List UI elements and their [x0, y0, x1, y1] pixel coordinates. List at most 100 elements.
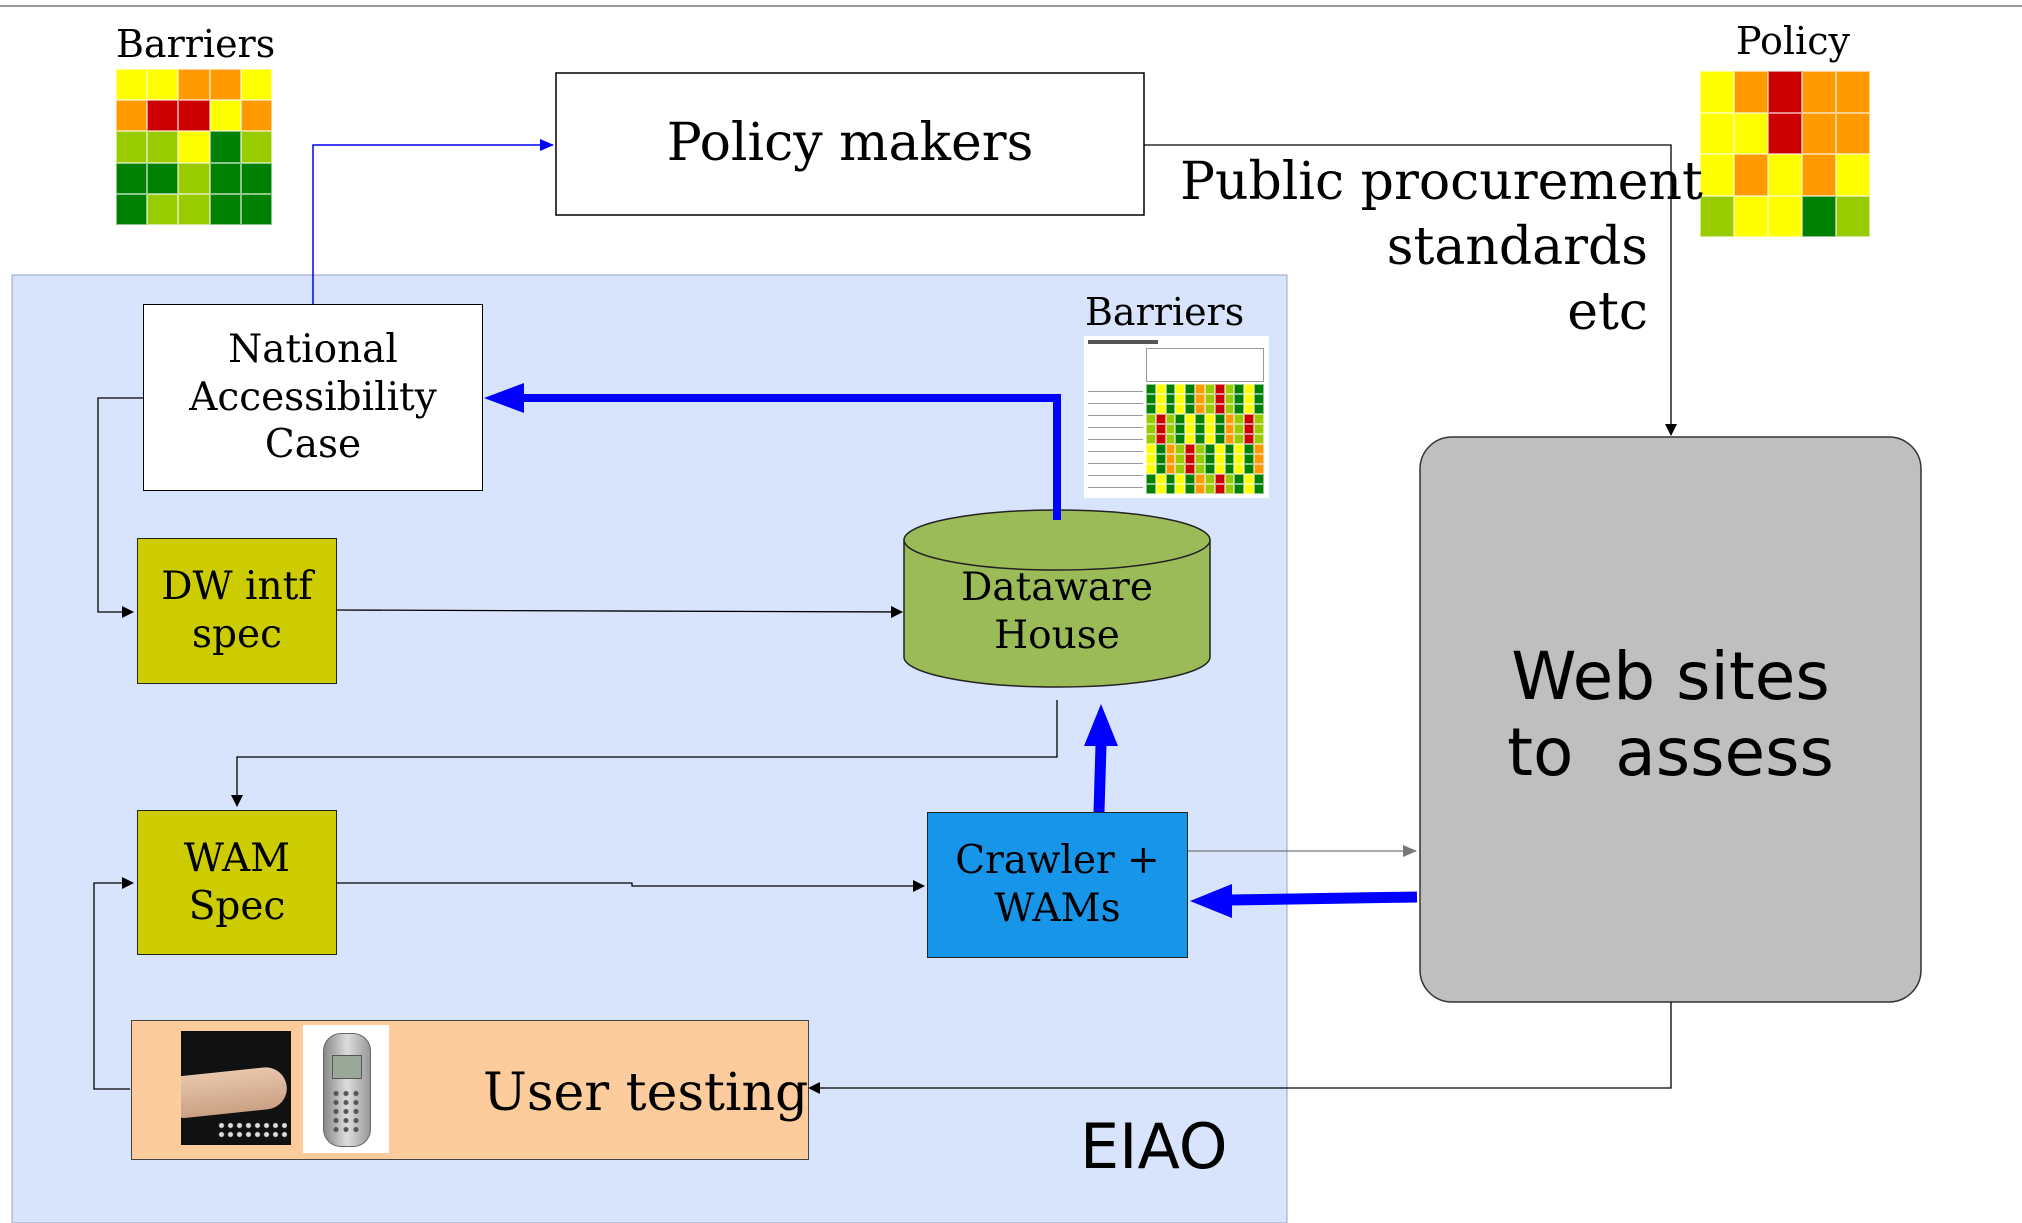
heatmap-cell — [1234, 394, 1245, 404]
heatmap-cell — [1802, 112, 1836, 154]
datawarehouse-label: Dataware House — [904, 562, 1210, 662]
heatmap-cell — [1146, 414, 1156, 424]
heatmap-cell — [1204, 384, 1215, 394]
heatmap-cell — [1244, 384, 1255, 394]
heatmap-cell — [1195, 384, 1205, 394]
heatmap-cell — [1185, 474, 1196, 484]
heatmap-cell — [1244, 474, 1255, 484]
heatmap-cell — [1146, 424, 1156, 434]
heatmap-cell — [1175, 474, 1186, 484]
heatmap-cell — [178, 162, 210, 194]
wam-line-1: WAM — [183, 835, 291, 881]
heatmap-cell — [1195, 424, 1205, 434]
connector-procurement-to-websites — [1144, 144, 1677, 436]
heatmap-cell — [1254, 454, 1264, 464]
heatmap-cell — [1214, 394, 1225, 404]
heatmap-cell — [1146, 404, 1156, 414]
wam-spec-box: WAM Spec — [137, 810, 337, 955]
heatmap-cell — [1244, 434, 1255, 444]
user-testing-box: User testing — [131, 1020, 809, 1160]
heatmap-cell — [240, 131, 272, 163]
heatmap-cell — [1836, 71, 1870, 113]
heatmap-cell — [1146, 464, 1156, 474]
heatmap-cell — [1165, 404, 1176, 414]
heatmap-cell — [1185, 414, 1196, 424]
heatmap-cell — [1234, 414, 1245, 424]
phone-screen — [332, 1055, 362, 1079]
heatmap-cell — [1244, 454, 1255, 464]
heatmap-cell — [1175, 444, 1186, 454]
heatmap-cell — [1214, 454, 1225, 464]
heatmap-cell — [1254, 394, 1264, 404]
heatmap-cell — [1214, 484, 1225, 494]
heatmap-cell — [1155, 464, 1166, 474]
heatmap-cell — [1155, 474, 1166, 484]
heatmap-cell — [1155, 484, 1166, 494]
heatmap-cell — [1700, 71, 1734, 113]
heatmap-cell — [1234, 424, 1245, 434]
heatmap-cell — [1185, 394, 1196, 404]
heatmap-cell — [1214, 464, 1225, 474]
heatmap-cell — [1234, 404, 1245, 414]
heatmap-cell — [1224, 484, 1235, 494]
heatmap-cell — [240, 193, 272, 225]
thick-arrow-websites-to-crawler — [1190, 884, 1418, 918]
heatmap-cell — [1700, 112, 1734, 154]
heatmap-cell — [1224, 384, 1235, 394]
heatmap-cell — [1204, 444, 1215, 454]
procurement-line-2: standards — [1386, 217, 1648, 277]
heatmap-cell — [1802, 71, 1836, 113]
heatmap-cell — [1204, 404, 1215, 414]
heatmap-cell — [1195, 444, 1205, 454]
barriers-top-label: Barriers — [116, 22, 276, 66]
heatmap-cell — [1146, 434, 1156, 444]
heatmap-cell — [116, 131, 148, 163]
heatmap-cell — [1214, 474, 1225, 484]
heatmap-cell — [1185, 424, 1196, 434]
finger-shape — [181, 1065, 289, 1119]
heatmap-cell — [1146, 384, 1156, 394]
heatmap-cell — [147, 162, 179, 194]
heatmap-cell — [1244, 404, 1255, 414]
heatmap-cell — [209, 162, 241, 194]
heatmap-cell — [1204, 474, 1215, 484]
heatmap-cell — [1224, 414, 1235, 424]
procurement-label: Public procurement standards etc — [1180, 150, 1703, 345]
report-heatmap — [1146, 384, 1264, 494]
heatmap-cell — [178, 69, 210, 101]
heatmap-cell — [147, 100, 179, 132]
heatmap-cell — [1146, 474, 1156, 484]
national-line-1: National — [228, 327, 398, 373]
heatmap-cell — [1768, 195, 1802, 237]
heatmap-cell — [1734, 195, 1768, 237]
crawler-line-1: Crawler + — [955, 838, 1160, 884]
heatmap-cell — [1175, 384, 1186, 394]
heatmap-cell — [1204, 394, 1215, 404]
heatmap-cell — [1185, 484, 1196, 494]
heatmap-cell — [1204, 454, 1215, 464]
heatmap-cell — [1175, 454, 1186, 464]
web-sites-label: Web sites to assess — [1420, 639, 1921, 791]
wam-line-2: Spec — [188, 883, 286, 929]
dw-intf-spec-box: DW intf spec — [137, 538, 337, 684]
connector-national-to-policymakers — [312, 139, 554, 304]
heatmap-cell — [1146, 484, 1156, 494]
heatmap-cell — [1700, 154, 1734, 196]
heatmap-cell — [1254, 414, 1264, 424]
heatmap-cell — [116, 193, 148, 225]
heatmap-cell — [1165, 454, 1176, 464]
thick-arrow-crawler-to-datawarehouse — [1084, 704, 1118, 813]
dwh-line-2: House — [994, 613, 1120, 658]
heatmap-cell — [147, 69, 179, 101]
heatmap-cell — [1224, 404, 1235, 414]
thick-arrow-datawarehouse-to-national — [484, 383, 1061, 520]
heatmap-cell — [1734, 71, 1768, 113]
barriers-report-label: Barriers — [1085, 290, 1245, 334]
heatmap-cell — [1768, 71, 1802, 113]
heatmap-cell — [1224, 434, 1235, 444]
heatmap-cell — [1244, 444, 1255, 454]
heatmap-cell — [1254, 444, 1264, 454]
crawler-line-2: WAMs — [994, 886, 1121, 931]
heatmap-cell — [1165, 484, 1176, 494]
heatmap-cell — [147, 131, 179, 163]
